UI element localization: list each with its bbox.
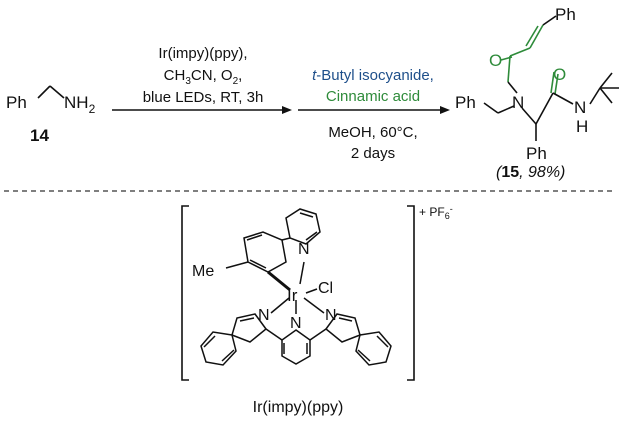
step2-line4: 2 days — [351, 145, 395, 162]
step1-line1: Ir(impy)(ppy), — [158, 45, 247, 62]
catalyst-name: Ir(impy)(ppy) — [253, 399, 344, 416]
catalyst-me: Me — [192, 263, 214, 280]
step2-line1: t-Butyl isocyanide, — [312, 67, 434, 84]
product-amide-n: N — [512, 93, 524, 112]
reactant-nh-label: NH — [64, 93, 89, 112]
catalyst-cl: Cl — [318, 280, 333, 297]
catalyst-n-center: N — [290, 315, 302, 332]
catalyst-ir: Ir — [287, 286, 298, 305]
product-cinnamoyl-bonds — [500, 24, 559, 95]
catalyst-n-left: N — [258, 307, 270, 324]
reactant-benzylamine — [37, 85, 65, 99]
reactant-ph-label: Ph — [6, 93, 27, 112]
product-caption: (15, 98%) — [496, 164, 565, 181]
svg-text:NH2: NH2 — [64, 93, 96, 116]
product-ph-bottom: Ph — [526, 144, 547, 163]
catalyst-n-right: N — [325, 307, 337, 324]
step2-line3: MeOH, 60°C, — [328, 124, 417, 141]
compound-number-14: 14 — [30, 126, 49, 145]
product-bonds — [483, 15, 619, 141]
step2-line2: Cinnamic acid — [326, 88, 420, 105]
catalyst-n-pyridine: N — [298, 241, 310, 258]
product-nh-h: H — [576, 117, 588, 136]
step1-line2: CH3CN, O2, — [164, 67, 243, 87]
product-ph-left: Ph — [455, 93, 476, 112]
arrowhead-1 — [282, 106, 292, 114]
catalyst-structure — [200, 208, 392, 366]
bond — [49, 85, 65, 99]
catalyst-counterion: + PF6- — [419, 204, 453, 221]
step1-line3: blue LEDs, RT, 3h — [143, 89, 264, 106]
catalyst-brackets — [181, 205, 415, 381]
product-nh-n: N — [574, 98, 586, 117]
reactant-nh-subscript: 2 — [89, 102, 96, 116]
product-o2: O — [553, 65, 566, 84]
bond — [37, 85, 51, 99]
product-o1: O — [489, 51, 502, 70]
arrowhead-2 — [440, 106, 450, 114]
product-ph-top: Ph — [555, 5, 576, 24]
